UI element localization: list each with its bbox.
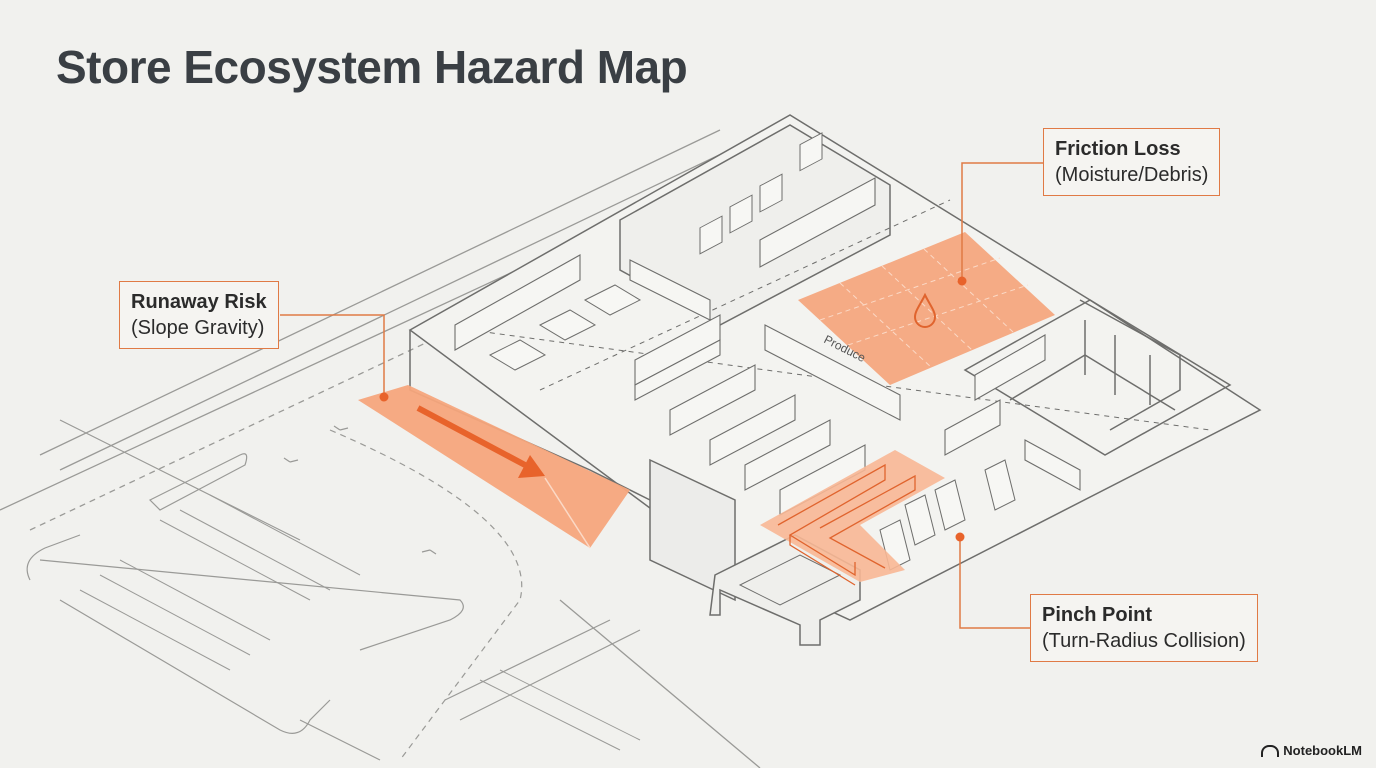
callout-heading: Runaway Risk [131,291,267,313]
callout-subtext: (Turn-Radius Collision) [1042,630,1246,652]
brand-label: NotebookLM [1283,743,1362,758]
road-lines [0,129,761,768]
friction-loss-callout: Friction Loss (Moisture/Debris) [1043,128,1221,196]
page-title: Store Ecosystem Hazard Map [56,41,688,93]
downhill-arrow-icon [416,405,545,478]
callout-leaders [280,162,1043,629]
friction-loss-zone [798,232,1055,385]
runaway-risk-callout: Runaway Risk (Slope Gravity) [119,281,279,349]
parking-lot [26,419,641,761]
callout-subtext: (Slope Gravity) [131,317,265,339]
notebooklm-logo-icon [1261,744,1280,757]
brand-watermark: NotebookLM [1261,743,1362,758]
callout-subtext: (Moisture/Debris) [1055,164,1209,186]
callout-heading: Pinch Point [1042,604,1152,626]
pinch-point-zone [760,450,945,586]
callout-heading: Friction Loss [1055,138,1181,160]
water-drop-icon [913,292,937,328]
runaway-risk-zone [358,385,630,549]
shelving [454,177,1081,516]
pinch-point-callout: Pinch Point (Turn-Radius Collision) [1030,594,1258,662]
